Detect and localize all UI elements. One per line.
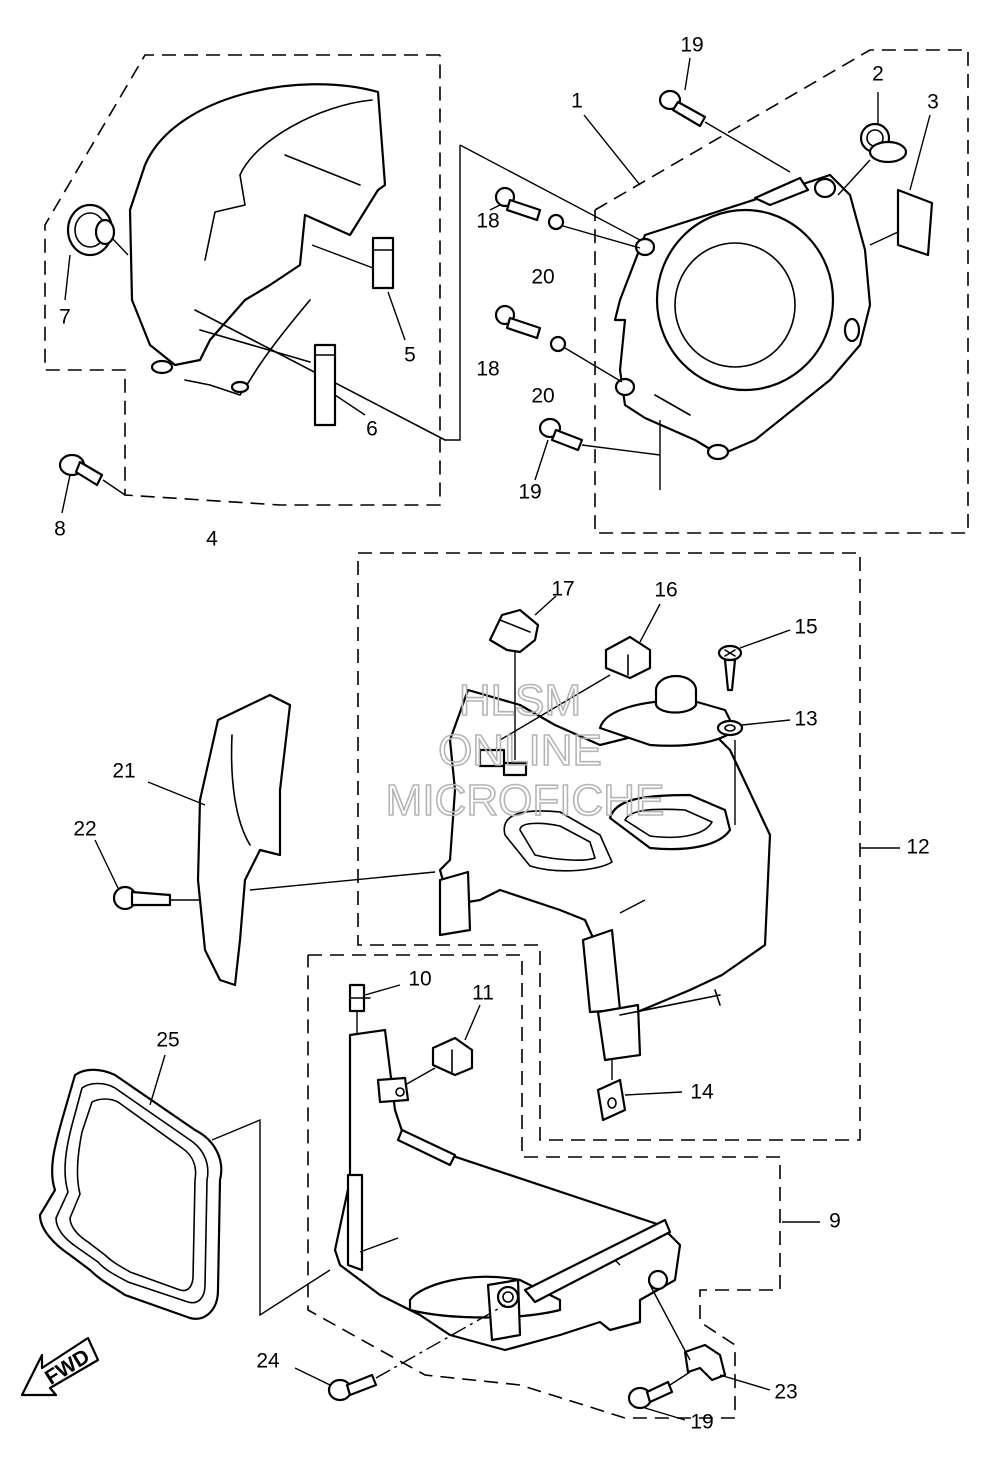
watermark: HLSM ONLINE MICROFICHE xyxy=(385,675,665,826)
leader-box-4 xyxy=(445,145,461,441)
washer-20-a xyxy=(547,213,641,249)
callout-19-mid: 19 xyxy=(518,481,541,504)
callout-1: 1 xyxy=(571,90,583,113)
callout-24: 24 xyxy=(256,1350,280,1373)
washer-20-b xyxy=(549,335,623,383)
washer-13 xyxy=(716,719,791,737)
callout-6: 6 xyxy=(366,418,378,441)
callout-25: 25 xyxy=(156,1029,179,1052)
bolt-8 xyxy=(58,453,126,514)
duct-9 xyxy=(333,1028,682,1352)
cover-21 xyxy=(147,693,436,987)
callout-13: 13 xyxy=(794,708,817,731)
callout-18-a: 18 xyxy=(476,210,499,233)
callout-labels: 19 2 3 1 18 20 18 20 19 7 5 6 8 4 17 16 … xyxy=(54,34,939,1434)
callout-3: 3 xyxy=(927,91,939,114)
nut-14 xyxy=(596,1060,683,1122)
clamp-23 xyxy=(649,1284,771,1391)
gasket-25 xyxy=(38,1054,331,1320)
callout-15: 15 xyxy=(794,616,817,639)
clip-17 xyxy=(488,595,557,777)
callout-20-b: 20 xyxy=(531,385,554,408)
damper-6 xyxy=(313,343,366,427)
callout-8: 8 xyxy=(54,518,66,541)
bolt-19-mid xyxy=(534,417,661,481)
assembly-boundary-4 xyxy=(44,54,441,506)
callout-19-top: 19 xyxy=(680,34,703,57)
bolt-19-top xyxy=(658,57,791,173)
watermark-line-3: MICROFICHE xyxy=(386,776,665,825)
label-3 xyxy=(869,114,934,257)
clip-16 xyxy=(478,603,661,768)
callout-20-a: 20 xyxy=(531,266,554,289)
grommet-7 xyxy=(64,203,129,301)
callout-21: 21 xyxy=(112,760,135,783)
shroud-left-4 xyxy=(128,83,446,441)
assembly-boundary-9 xyxy=(307,954,781,1419)
callout-7: 7 xyxy=(59,306,71,329)
bolt-18-a xyxy=(489,186,542,222)
shroud-right-1 xyxy=(583,114,872,461)
callout-22: 22 xyxy=(73,818,96,841)
callout-4: 4 xyxy=(206,528,218,551)
callout-2: 2 xyxy=(872,63,884,86)
callout-5: 5 xyxy=(404,344,416,367)
callout-19-bottom: 19 xyxy=(690,1411,713,1434)
callout-18-b: 18 xyxy=(476,358,499,381)
callout-17: 17 xyxy=(551,578,574,601)
bolt-24 xyxy=(294,1304,506,1402)
watermark-line-1: HLSM xyxy=(459,676,581,725)
callout-11: 11 xyxy=(472,982,494,1005)
callout-23: 23 xyxy=(774,1381,797,1404)
assembly-boundary-12 xyxy=(357,552,861,1141)
callout-12: 12 xyxy=(906,836,929,859)
grommet-2 xyxy=(837,92,908,196)
fwd-arrow: FWD xyxy=(20,1336,100,1397)
callout-10: 10 xyxy=(408,968,431,991)
leader-1-left xyxy=(459,144,641,241)
watermark-line-2: ONLINE xyxy=(438,726,602,775)
damper-5 xyxy=(311,236,406,341)
callout-14: 14 xyxy=(690,1081,714,1104)
callout-16: 16 xyxy=(654,579,677,602)
clip-11 xyxy=(404,1004,481,1086)
bolt-18-b xyxy=(494,304,542,340)
clip-10 xyxy=(348,983,401,1035)
bolt-19-bottom xyxy=(627,1371,691,1421)
screw-15 xyxy=(717,629,791,692)
assembly-boundary-1 xyxy=(594,49,969,534)
callout-9: 9 xyxy=(829,1210,841,1233)
bolt-22 xyxy=(94,839,200,911)
